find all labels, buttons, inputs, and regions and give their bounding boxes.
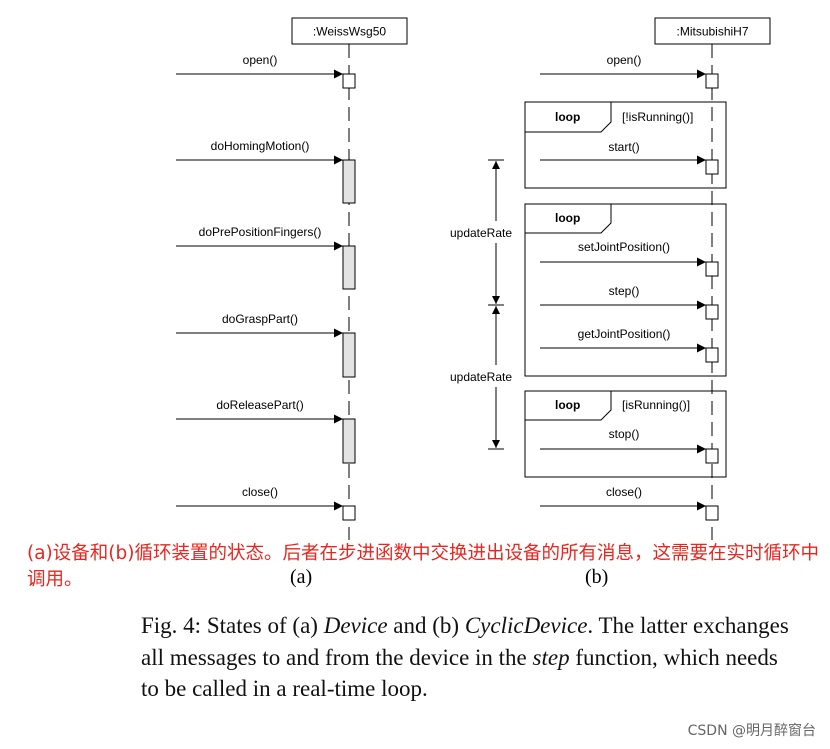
message-label-b-setjoint: setJointPosition() [578, 240, 670, 254]
message-label-a-homing: doHomingMotion() [211, 139, 310, 153]
caption-italic-device: Device [323, 613, 388, 638]
message-label-a-release: doReleasePart() [216, 398, 303, 412]
subfigure-label-a: (a) [290, 566, 313, 588]
activation-a-release [342, 418, 356, 464]
activation-b-step [705, 304, 719, 320]
update-rate-dimension: updateRate updateRate [450, 159, 512, 450]
message-label-a-close: close() [242, 485, 278, 499]
figure-caption: Fig. 4: States of (a) Device and (b) Cyc… [141, 610, 801, 705]
loop-keyword-2: loop [555, 211, 580, 225]
caption-text-4: function, which needs to be called in a … [141, 644, 778, 702]
loop-frame-2: loop setJointPosition() step() getJointP… [524, 203, 727, 377]
activation-a-close [342, 505, 356, 521]
loop-guard-1: [!isRunning()] [622, 110, 693, 124]
loop-tab-1 [525, 102, 612, 133]
message-label-b-start: start() [608, 140, 639, 154]
activation-b-stop [705, 448, 719, 464]
diagram-a: :WeissWsg50 open() doHomingMotion() doPr… [176, 17, 408, 540]
caption-text-1: Fig. 4: States of (a) [141, 613, 324, 638]
message-label-b-getjoint: getJointPosition() [578, 327, 671, 341]
caption-italic-cyclicdevice: CyclicDevice [464, 613, 588, 638]
caption-italic-step: step [532, 644, 570, 670]
loop-tab-2 [525, 204, 612, 234]
activation-b-getjoint [705, 347, 719, 363]
loop-frame-3: loop [isRunning()] stop() [524, 390, 727, 478]
lifeline-label-b: :MitsubishiH7 [676, 25, 748, 39]
watermark: CSDN @明月醉窗台 [687, 723, 816, 739]
loop-tab-3 [525, 391, 612, 421]
lifeline-head-b [654, 17, 771, 45]
caption-text-2: and (b) [387, 613, 465, 638]
loop-guard-3: [isRunning()] [622, 398, 690, 412]
message-label-b-close: close() [606, 485, 642, 499]
update-rate-label-1: updateRate [450, 226, 512, 240]
message-label-b-step: step() [609, 284, 640, 298]
message-label-a-preposition: doPrePositionFingers() [199, 225, 322, 239]
activation-b-open [705, 73, 719, 89]
activation-b-close [705, 505, 719, 521]
update-rate-label-2: updateRate [450, 370, 512, 384]
activation-a-preposition [342, 245, 356, 290]
lifeline-label-a: :WeissWsg50 [313, 25, 386, 39]
message-label-b-stop: stop() [609, 427, 640, 441]
caption-text-3: . The latter exchanges all messages to a… [141, 613, 789, 670]
lifeline-head-a [291, 17, 408, 45]
message-label-b-open: open() [607, 53, 642, 67]
loop-keyword-1: loop [555, 110, 580, 124]
activation-b-setjoint [705, 261, 719, 277]
subfigure-label-b: (b) [585, 566, 609, 588]
activation-b-start [705, 159, 719, 175]
sequence-diagram: :WeissWsg50 open() doHomingMotion() doPr… [176, 17, 771, 540]
message-label-a-open: open() [243, 53, 278, 67]
activation-a-open [342, 73, 356, 89]
message-label-a-grasp: doGraspPart() [222, 312, 298, 326]
activation-a-homing [342, 159, 356, 204]
translation-note: (a)设备和(b)循环装置的状态。后者在步进函数中交换进出设备的所有消息，这需要… [27, 543, 819, 590]
loop-frame-1: loop [!isRunning()] start() [524, 101, 727, 189]
activation-a-grasp [342, 332, 356, 378]
loop-keyword-3: loop [555, 398, 580, 412]
diagram-b: :MitsubishiH7 open() loop [!isRunning()]… [450, 17, 771, 540]
